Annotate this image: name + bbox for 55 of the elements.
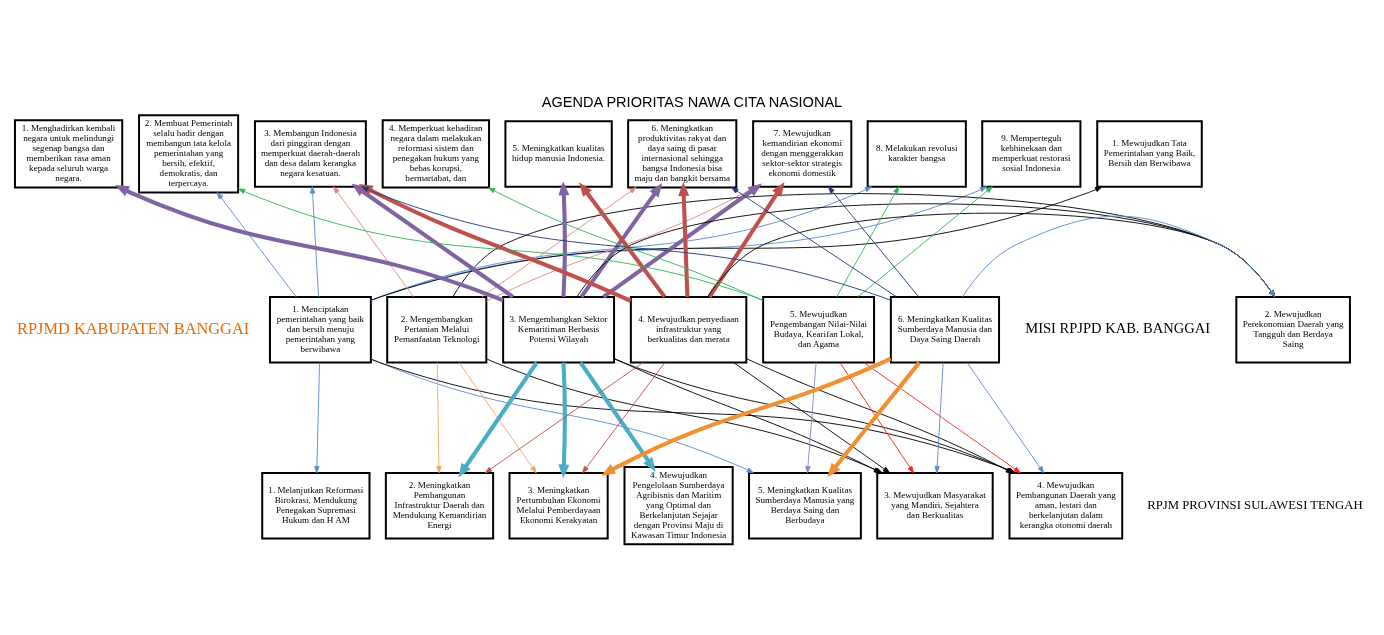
arrow [582,361,666,473]
arrow [114,184,504,302]
node-box: 5. Mewujudkan Pengembangan Nilai-Nilai Budaya, Kearifan Lokal, dan Agama [762,295,876,364]
arrow [558,362,570,478]
arrow [358,183,632,303]
arrow [481,186,637,297]
node-box: 2. Membuat Pemerintah selalu hadir dengan membangun tata kelola pemerintahan yang bersih, efektif, demokratis, dan terpercaya. [138,113,240,194]
node-box: 3. Mengembangkan Sektor Kemaritiman Berbasis Potensi Wilayah [502,295,616,364]
node-box: 1. Melanjutkan Reformasi Birokrasi, Mendukung Penegakan Supremasi Hukum dan H AM [261,471,371,539]
diagram-title: AGENDA PRIORITAS NAWA CITA NASIONAL [541,93,843,110]
node-box: 3. Meningkatkan Pertumbuhan Ekonomi Melalui Pemberdayaan Ekonomi Kerakyatan [508,471,609,539]
node-box: 9. Memperteguh kebhinekaan dan memperkuat restorasi sosial Indonesia [981,119,1082,188]
arrow [836,185,900,297]
arrow [576,202,1276,297]
arrow [452,192,1276,297]
arrow [678,181,690,297]
arrow [827,185,920,297]
arrow [707,212,1276,297]
node-box: 1. Menciptakan pemerintahan yang baik dan bersih menuju pemerintahan yang berwibawa [268,295,372,364]
arrow [558,180,570,297]
node-box: 8. Melakukan revolusi karakter bangsa [866,119,967,188]
node-box: 4. Memperkuat kehadiran negara dalam melakukan reformasi sistem dan penegakan hukum yang bebas korupsi, bermartabat, dan [381,118,491,189]
arrow [351,183,515,299]
arrow [370,357,754,473]
label: RPJMD KABUPATEN BANGGAI [17,318,250,338]
arrow [707,181,785,298]
node-box: 4. Mewujudkan Pengelolaan Sumberdaya Agribisnis dan Maritim yang Optimal dan Berkelanjutan Sejajar dengan Provinsi Maju di Kawasan Timur Indonesia [623,465,734,545]
node-box: 5. Meningkatkan kualitas hidup manusia Indonesia. [504,119,613,188]
label: MISI RPJPD KAB. BANGGAI [1025,319,1211,336]
node-box: 3. Mewujudkan Masyarakat yang Mandiri, Sejahtera dan Berkualitas [876,471,994,539]
node-box: 2. Mewujudkan Perekonomian Daerah yang Tangguh dan Berdaya Saing [1235,295,1351,364]
arrow [314,361,321,473]
node-box: 3. Membangun Indonesia dari pinggiran dengan memperkuat daerah-daerah dan desa dalam kerangka negara kesatuan. [253,119,367,188]
node-box: 2. Meningkatkan Pembangunan Infrastruktur Daerah dan Mendukung Kemandirian Energi [384,471,495,539]
arrow [216,191,297,297]
node-box: 4. Mewujudkan penyediaan infrastruktur yang berkualitas dan merata [629,295,748,364]
label: RPJM PROVINSI SULAWESI TENGAH [1147,497,1363,512]
node-box: 1. Mewujudkan Tata Pemerintahan yang Baik, Bersih dan Berwibawa [1096,119,1203,188]
node-box: 6. Meningkatkan Kualitas Sumberdaya Manusia dan Daya Saing Daerah [889,295,1001,364]
arrow [805,361,817,473]
arrow [309,185,320,297]
node-box: 6. Meningkatkan produktivitas rakyat dan daya saing di pasar internasional sehingga bangsa Indonesia bisa maju dan bangkit bersama [627,118,738,189]
node-box: 2. Mengembangkan Pertanian Melalui Pemanfaatan Teknologi [386,295,488,364]
node-box: 4. Mewujudkan Pembangunan Daerah yang aman, lestari dan berkelanjutan dalam kerangka otonomi daerah [1008,471,1124,539]
arrow [827,360,921,477]
node-box: 7. Mewujudkan kemandirian ekonomi dengan menggerakkan sektor-sektor strategis ekonomi domestik [752,119,853,188]
arrow [857,185,993,297]
node-box: 1. Menghadirkan kembali negara untuk melindungi segenap bangsa dan memberikan rasa aman kepada seluruh warga negara. [13,118,124,189]
arrow [962,215,1276,297]
arrow [333,185,414,297]
arrow [436,361,442,473]
arrow [578,361,656,472]
arrow [934,361,944,473]
arrow [484,361,644,473]
node-box: 5. Meningkatkan Kualitas Sumberdaya Manusia yang Berdaya Saing dan Berbudaya [748,471,862,539]
